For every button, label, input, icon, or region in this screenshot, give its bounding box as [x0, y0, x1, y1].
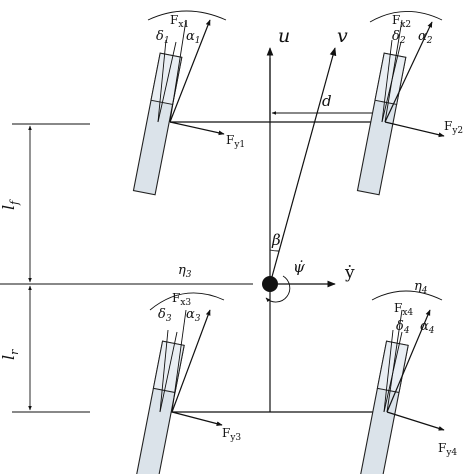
delta-3-label: δ3	[158, 307, 172, 324]
alpha-3-label: α3	[186, 307, 201, 324]
delta-4-label: δ4	[396, 319, 410, 336]
delta-2-label: δ2	[392, 29, 406, 46]
alpha-1-label: α1	[186, 29, 201, 46]
force-y2-label: Fy2	[444, 119, 463, 136]
d-label: d	[322, 92, 332, 110]
wheel-front-left	[132, 10, 227, 196]
wheel-front-right	[356, 11, 445, 196]
center-of-gravity	[262, 276, 278, 292]
force-y2-arrow	[384, 121, 445, 138]
psi-dot-label: ψ̇	[293, 258, 305, 276]
beta-label: β	[271, 231, 281, 249]
v-axis-arrow	[269, 47, 337, 285]
force-y4-arrow	[386, 411, 445, 431]
lr-label: lr	[0, 349, 21, 360]
force-y1-arrow	[169, 121, 225, 136]
svg-text:lf: lf	[0, 199, 21, 210]
alpha-2-label: α2	[418, 29, 433, 46]
yaw-rate-arc	[265, 275, 291, 303]
v-label: v	[337, 25, 348, 47]
force-x4-label: Fx4	[394, 301, 413, 318]
force-y3-label: Fy3	[222, 426, 241, 443]
eta-4-label: η4	[414, 279, 428, 296]
u-label: u	[278, 25, 290, 47]
force-x1-label: Fx1	[170, 13, 189, 30]
wheel-rear-right	[358, 290, 445, 474]
y-dot-label: ẏ	[344, 263, 355, 283]
alpha-4-label: α4	[420, 319, 435, 336]
wheel-rear-left	[134, 292, 225, 474]
force-y3-arrow	[171, 411, 223, 426]
lf-label: lf	[0, 199, 21, 210]
force-y1-label: Fy1	[226, 133, 245, 150]
delta-1-label: δ1	[156, 29, 170, 46]
svg-text:lr: lr	[0, 349, 21, 360]
eta-3-label: η3	[178, 263, 192, 280]
force-y4-label: Fy4	[438, 441, 457, 458]
beta-arc	[269, 249, 280, 252]
force-x2-label: Fx2	[392, 13, 411, 30]
force-x3-label: Fx3	[172, 291, 191, 308]
